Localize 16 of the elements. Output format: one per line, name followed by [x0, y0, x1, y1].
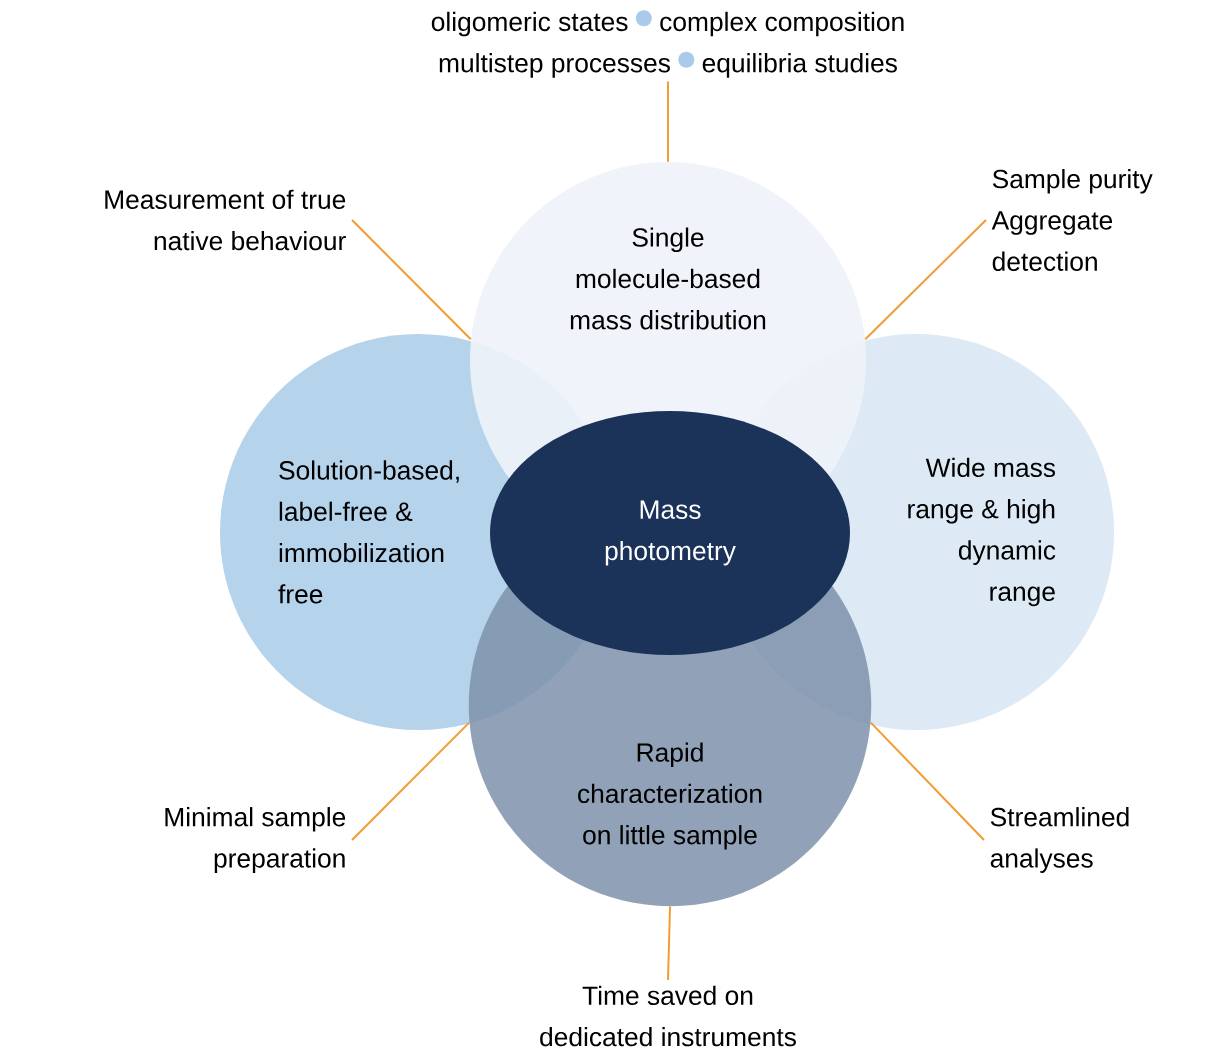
leader-line: [351, 219, 472, 341]
node-label: complex composition: [660, 11, 904, 37]
callout-text: Time saved on dedicated instruments: [540, 985, 796, 1047]
callout-text: Sample purity Aggregate detection: [991, 169, 1153, 271]
leader-line: [667, 80, 669, 163]
callout-text: Measurement of true native behaviour: [105, 189, 346, 251]
callout-text: Streamlined analyses: [990, 807, 1129, 873]
node-label: oligomeric states: [431, 11, 628, 37]
leader-line: [667, 905, 671, 981]
leader-line: [869, 721, 985, 841]
leader-line: [864, 219, 987, 341]
leader-line: [351, 721, 471, 841]
node-label: equilibria studies: [702, 53, 897, 78]
feature-list: oligomeric states complex composition multistep processes equilibria studies: [431, 10, 904, 78]
callout-text: Minimal sample preparation: [165, 807, 346, 873]
node-label: multistep processes: [439, 53, 670, 78]
